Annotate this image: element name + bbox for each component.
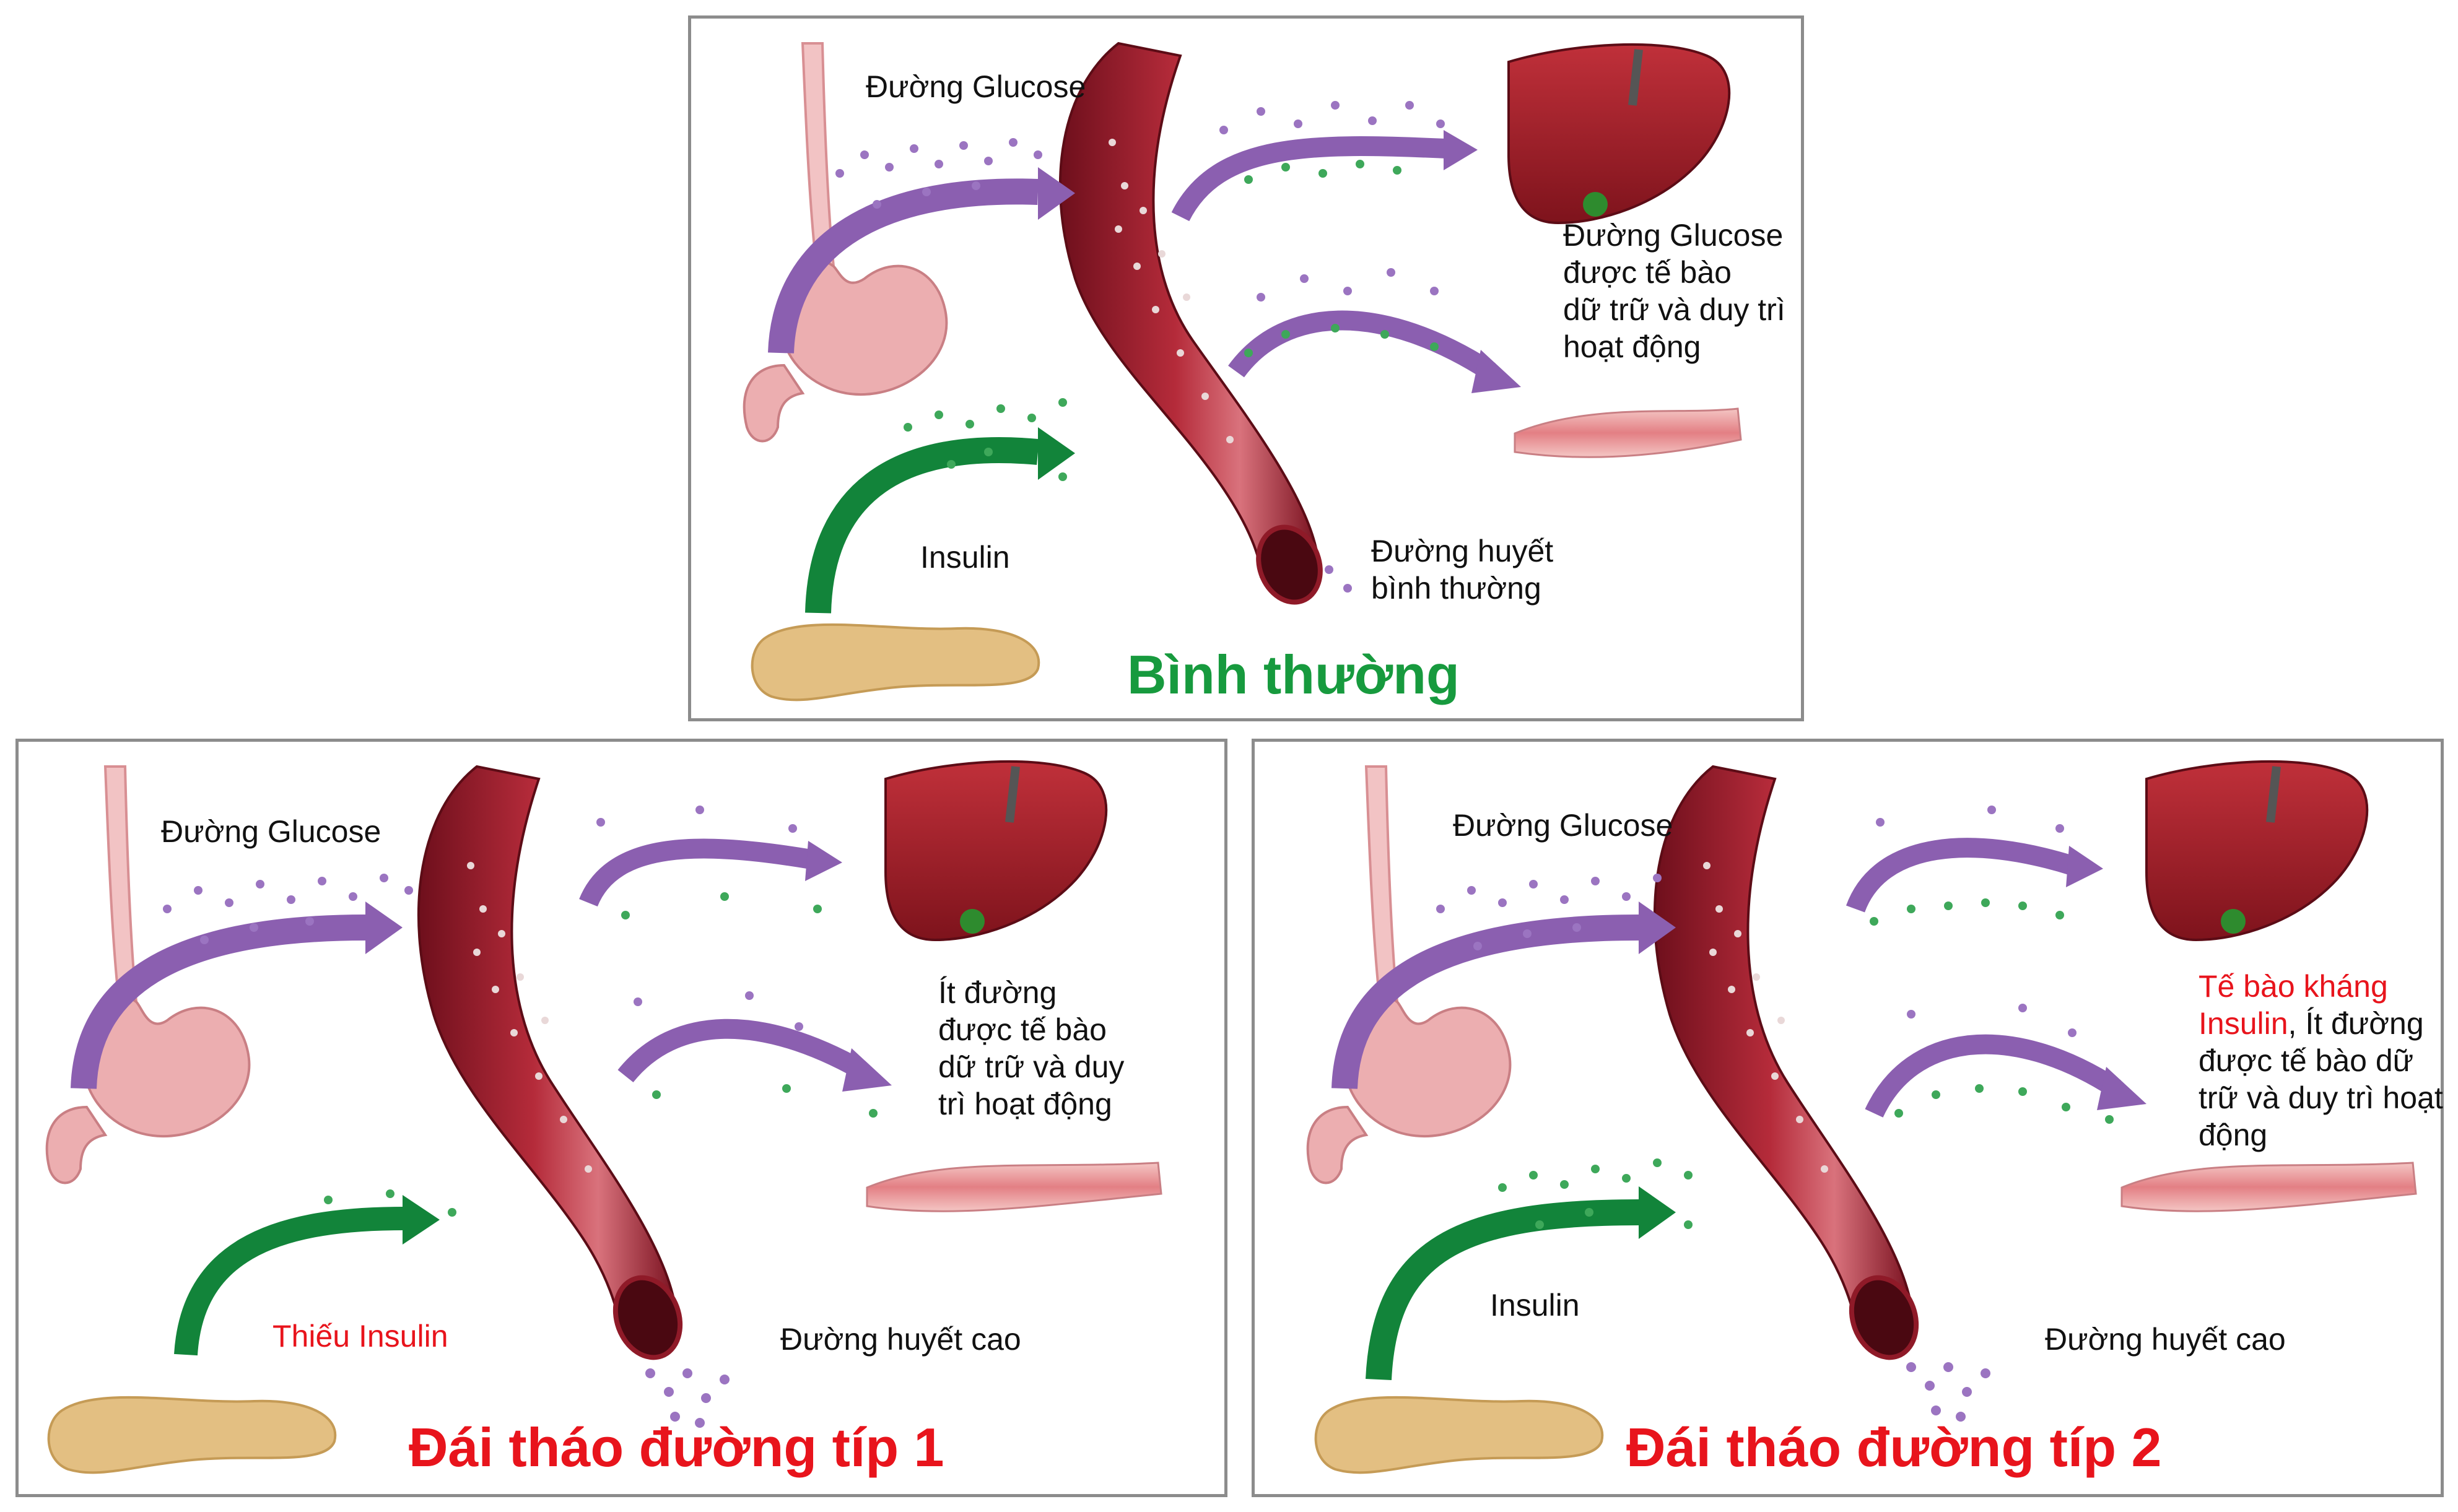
gallbladder <box>960 909 985 934</box>
glucose-dots <box>163 806 803 1428</box>
glucose-arrowhead-liver <box>1444 130 1478 170</box>
blood-sugar-label: Đường huyết cao <box>780 1322 1021 1357</box>
insulin-dots <box>324 892 878 1217</box>
insulin-label: Insulin <box>1490 1288 1580 1323</box>
duodenum-shape <box>743 363 805 443</box>
glucose-arrowhead-stomach <box>365 902 403 954</box>
cell-label-line1: Đường Glucose <box>1563 218 1784 253</box>
liver-shape <box>1507 43 1731 225</box>
vessel-dots <box>1703 862 1828 1173</box>
type2-panel: Đường Glucose Insulin Đường huyết cao Tế… <box>1252 739 2444 1497</box>
insulin-label: Insulin <box>920 540 1010 575</box>
esophagus-shape <box>1364 765 1399 1005</box>
cell-label-line2: được tế bào <box>1563 255 1732 290</box>
insulin-dots <box>904 160 1439 481</box>
liver-shape <box>2145 760 2369 942</box>
glucose-arrow-liver <box>579 838 813 907</box>
type1-title: Đái tháo đường típ 1 <box>409 1417 944 1478</box>
cell-label-line2: được tế bào <box>938 1012 1107 1047</box>
cell-label-line1: Ít đường <box>938 975 1057 1010</box>
cell-resistance-label: Tế bào kháng Insulin, Ít đường được tế b… <box>2199 968 2446 1154</box>
cell-label-line3: dữ trữ và duy <box>938 1049 1125 1084</box>
glucose-arrow-stomach <box>1331 915 1639 1089</box>
glucose-arrow-muscle <box>1228 310 1496 380</box>
glucose-arrowhead-liver <box>2066 846 2103 887</box>
insulin-label: Thiếu Insulin <box>272 1319 448 1353</box>
glucose-label: Đường Glucose <box>1453 808 1673 843</box>
duodenum-shape <box>1306 1105 1369 1184</box>
cell-label-line4: hoạt động <box>1563 329 1701 364</box>
cell-label-line4: trì hoạt động <box>938 1087 1112 1121</box>
glucose-arrow-stomach <box>71 915 366 1089</box>
cell-label-rest: , Ít đường được tế bào dữ trữ và duy trì… <box>2199 1006 2443 1152</box>
vessel-opening <box>1849 1275 1919 1360</box>
normal-title: Bình thường <box>1127 644 1460 705</box>
blood-vessel-shape <box>1653 765 1913 1332</box>
pancreas-shape <box>1314 1396 1604 1474</box>
glucose-arrowhead-muscle <box>2097 1067 2146 1110</box>
type2-title: Đái tháo đường típ 2 <box>1626 1417 2162 1478</box>
gallbladder <box>1583 192 1608 217</box>
type1-panel: Đường Glucose Thiếu Insulin Đường huyết … <box>15 739 1227 1497</box>
glucose-arrowhead-stomach <box>1038 167 1075 220</box>
type1-diagram <box>45 760 1162 1474</box>
glucose-arrowhead-muscle <box>842 1048 892 1092</box>
esophagus-shape <box>103 765 138 1005</box>
blood-sugar-label: Đường huyết cao <box>2045 1322 2286 1357</box>
insulin-arrow <box>805 437 1039 614</box>
insulin-arrow <box>174 1207 403 1356</box>
glucose-label: Đường Glucose <box>866 69 1086 104</box>
blood-sugar-label-line1: Đường huyết <box>1371 534 1554 568</box>
gallbladder <box>2221 909 2246 934</box>
type2-diagram <box>1306 760 2417 1474</box>
muscle-shape <box>1514 407 1742 458</box>
insulin-resistance-text: Tế bào kháng Insulin <box>2199 969 2388 1041</box>
pancreas-shape <box>47 1396 337 1474</box>
liver-vein <box>1005 766 1020 823</box>
blood-sugar-label-line2: bình thường <box>1371 571 1541 606</box>
glucose-dots <box>1436 806 2077 1422</box>
normal-panel: Đường Glucose Insulin Đường huyết bình t… <box>688 15 1804 721</box>
glucose-arrow-muscle <box>617 1019 866 1083</box>
vessel-opening <box>1256 524 1323 605</box>
muscle-shape <box>866 1162 1162 1212</box>
insulin-arrow <box>1366 1199 1639 1381</box>
vessel-dots <box>1109 139 1234 443</box>
glucose-arrow-liver <box>1846 838 2075 913</box>
glucose-dots <box>835 101 1445 593</box>
muscle-shape <box>2120 1162 2417 1212</box>
insulin-arrowhead <box>403 1195 440 1245</box>
blood-vessel-shape <box>1058 41 1318 578</box>
pancreas-shape <box>751 623 1040 702</box>
cell-label-line3: dữ trữ và duy trì <box>1563 292 1785 327</box>
normal-diagram <box>743 41 1742 702</box>
insulin-arrowhead <box>1038 427 1075 480</box>
vessel-dots <box>467 862 592 1173</box>
liver-vein <box>2266 766 2281 823</box>
insulin-dots <box>1498 898 2114 1229</box>
vessel-opening <box>612 1275 683 1360</box>
duodenum-shape <box>45 1105 108 1184</box>
glucose-arrowhead-liver <box>805 841 842 881</box>
insulin-arrowhead <box>1639 1186 1676 1239</box>
glucose-arrowhead-muscle <box>1471 350 1521 393</box>
glucose-label: Đường Glucose <box>161 814 381 849</box>
glucose-arrowhead-stomach <box>1639 902 1676 954</box>
liver-vein <box>1628 49 1643 106</box>
liver-shape <box>884 760 1108 942</box>
glucose-arrow-liver <box>1171 136 1447 222</box>
glucose-arrow-stomach <box>768 178 1039 354</box>
glucose-arrow-muscle <box>1865 1034 2121 1118</box>
